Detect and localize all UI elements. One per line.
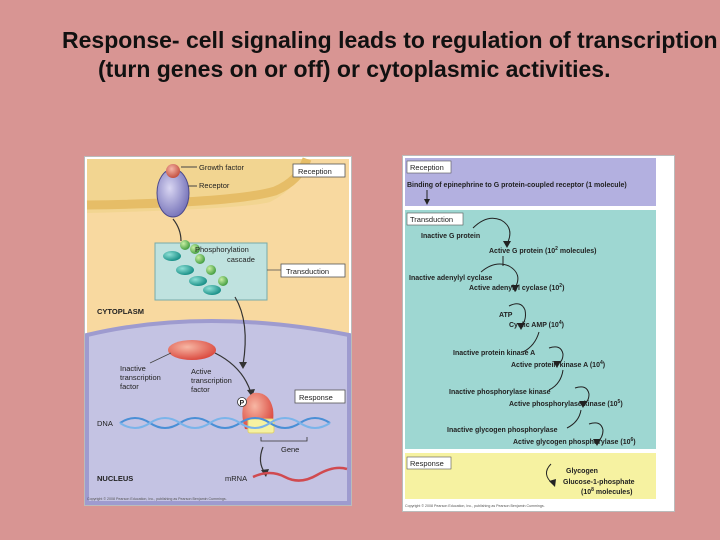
transcription-factor-shape (168, 340, 216, 360)
svg-text:Active adenylyl cyclase (102): Active adenylyl cyclase (102) (469, 283, 564, 292)
svg-text:Inactive phosphorylase kinase: Inactive phosphorylase kinase (449, 389, 551, 396)
active-tf-label-3: factor (191, 385, 210, 394)
mrna-label: mRNA (225, 474, 247, 483)
svg-text:Active glycogen phosphorylase: Active glycogen phosphorylase (106) (513, 437, 636, 446)
reception-label: Reception (410, 163, 444, 172)
svg-text:P: P (240, 400, 245, 407)
stage-reception: Reception (292, 163, 346, 178)
step-g-protein: Inactive G protein Active G protein (102… (421, 217, 596, 255)
inactive-tf-label-2: transcription (120, 373, 161, 382)
right-copyright: Copyright © 2008 Pearson Education, Inc.… (405, 504, 545, 508)
growth-factor-label: Growth factor (199, 163, 245, 172)
step-protein-kinase-a: Inactive protein kinase A Active protein… (453, 331, 605, 369)
svg-text:Inactive protein kinase A: Inactive protein kinase A (453, 350, 535, 357)
stage-response: Response (294, 389, 346, 404)
step-phosphorylase-kinase: Inactive phosphorylase kinase Active pho… (449, 369, 623, 408)
cell-signaling-figure: Growth factor Receptor Phosphorylation c… (84, 156, 352, 506)
amplification-diagram: Reception Binding of epinephrine to G pr… (405, 158, 656, 508)
active-tf-label-1: Active (191, 367, 211, 376)
svg-text:Inactive G protein: Inactive G protein (421, 233, 480, 240)
left-copyright: Copyright © 2008 Pearson Education, Inc.… (87, 497, 227, 501)
transduction-band (405, 210, 656, 449)
cascade-label-1: Phosphorylation (195, 245, 249, 254)
stage-transduction: Transduction (280, 263, 346, 278)
nucleus-region (85, 319, 351, 505)
svg-text:Inactive glycogen phosphorylas: Inactive glycogen phosphorylase (447, 427, 558, 434)
active-tf-label-2: transcription (191, 376, 232, 385)
dna-label: DNA (97, 419, 113, 428)
nucleus-label: NUCLEUS (97, 474, 133, 483)
receptor-label: Receptor (199, 181, 230, 190)
reception-text: Binding of epinephrine to G protein-coup… (407, 182, 627, 189)
svg-text:Glucose-1-phosphate: Glucose-1-phosphate (563, 479, 635, 486)
cytoplasm-label: CYTOPLASM (97, 307, 144, 316)
step-glycogen-phosphorylase: Inactive glycogen phosphorylase Active g… (447, 409, 636, 446)
gene-label: Gene (281, 445, 299, 454)
svg-text:Transduction: Transduction (286, 267, 329, 276)
svg-text:Reception: Reception (298, 167, 332, 176)
mrna-strand (252, 466, 348, 482)
svg-text:Active G protein (102 molecule: Active G protein (102 molecules) (489, 246, 596, 255)
svg-text:ATP: ATP (499, 312, 513, 319)
cell-signaling-diagram: Growth factor Receptor Phosphorylation c… (85, 157, 351, 505)
svg-text:Active protein kinase A (104): Active protein kinase A (104) (511, 360, 605, 369)
step-cyclic-amp: ATP Cyclic AMP (104) (499, 303, 564, 330)
step-adenylyl-cyclase: Inactive adenylyl cyclase Active adenyly… (409, 263, 564, 292)
inactive-tf-label-1: Inactive (120, 364, 146, 373)
glycogen-conversion: Glycogen Glucose-1-phosphate (108 molecu… (546, 463, 635, 496)
epinephrine-cascade-figure: Reception Binding of epinephrine to G pr… (402, 155, 675, 512)
inactive-tf-label-3: factor (120, 382, 139, 391)
growth-factor-shape (166, 164, 180, 178)
phosphate-icon (237, 397, 247, 407)
svg-text:Active phosphorylase kinase (1: Active phosphorylase kinase (105) (509, 399, 623, 408)
dna-helix (119, 417, 331, 429)
cascade-label-2: cascade (227, 255, 255, 264)
svg-text:(108 molecules): (108 molecules) (581, 487, 632, 496)
transduction-label: Transduction (410, 215, 453, 224)
svg-text:Glycogen: Glycogen (566, 468, 598, 475)
svg-text:Inactive adenylyl cyclase: Inactive adenylyl cyclase (409, 275, 492, 282)
slide-title: Response- cell signaling leads to regula… (62, 27, 718, 82)
svg-text:Cyclic AMP (104): Cyclic AMP (104) (509, 320, 564, 329)
cascade-proteins (163, 240, 228, 295)
svg-text:Response: Response (299, 393, 333, 402)
response-label: Response (410, 459, 444, 468)
